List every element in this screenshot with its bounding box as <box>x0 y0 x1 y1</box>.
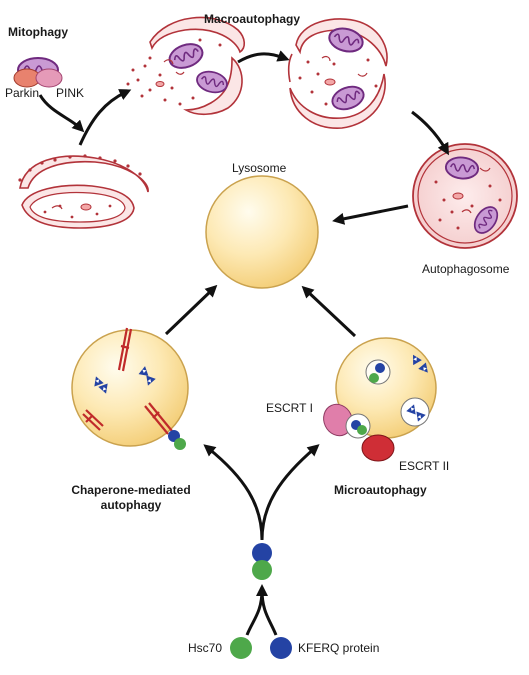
escrt1-complex <box>323 403 353 437</box>
kferq-label: KFERQ protein <box>298 641 380 655</box>
mitophagy-label: Mitophagy <box>8 25 68 39</box>
parkin-label: Parkin <box>5 86 40 100</box>
escrt1-label: ESCRT I <box>266 401 313 415</box>
cma-label-line1: Chaperone-mediated <box>71 483 191 497</box>
microautophagy-label: Microautophagy <box>334 483 427 497</box>
hsc70-bound <box>174 438 186 450</box>
cma-lysosome <box>71 327 189 450</box>
escrt2-complex <box>361 434 395 462</box>
pink-label: PINK <box>56 86 85 100</box>
macroautophagy-label: Macroautophagy <box>204 12 301 26</box>
hsc70-ball <box>230 637 252 659</box>
mitophagy-mitochondrion <box>13 57 63 88</box>
hsc70-label: Hsc70 <box>188 641 223 655</box>
closing-autophagosome <box>287 18 388 129</box>
pink-protein <box>35 68 63 88</box>
hsc70-kferq-complex <box>230 543 292 659</box>
lysosome <box>205 175 319 289</box>
autophagosome <box>412 143 518 249</box>
escrt2-label: ESCRT II <box>399 459 450 473</box>
pathway-arrows <box>38 50 449 636</box>
phagophore <box>18 154 149 229</box>
kferq-ball <box>270 637 292 659</box>
lysosome-label: Lysosome <box>232 161 287 175</box>
microautophagy-lysosome <box>323 337 437 462</box>
lamp2a-receptors <box>82 327 173 435</box>
cma-label-line2: autophagy <box>100 498 162 512</box>
autophagosome-label: Autophagosome <box>422 262 510 276</box>
expanding-phagophore <box>126 16 246 116</box>
